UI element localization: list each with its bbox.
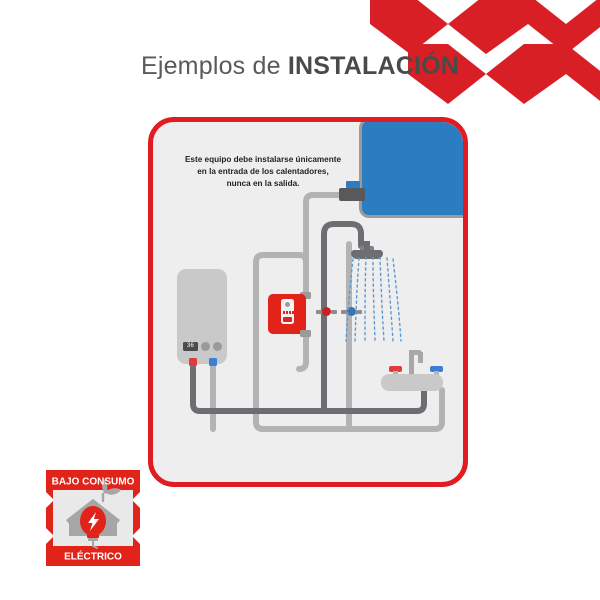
tank-valve-handle-icon xyxy=(346,181,360,188)
hot-valve-nub-left xyxy=(316,310,322,314)
warning-line-2: en la entrada de los calentadores, xyxy=(197,166,329,176)
hot-water-valve xyxy=(322,307,331,316)
device-inlet-collar xyxy=(300,292,311,299)
badge-top-label: BAJO CONSUMO xyxy=(52,477,135,488)
device-led-1 xyxy=(283,311,285,314)
heater-knob-left xyxy=(201,342,210,351)
heater-knob-right xyxy=(213,342,222,351)
water-storage-tank xyxy=(359,122,463,218)
device-outlet-collar xyxy=(300,330,311,337)
installation-diagram-frame: Este equipo debe instalarse únicamente e… xyxy=(148,117,468,487)
cold-water-valve xyxy=(347,307,356,316)
shower-water-streams xyxy=(345,257,402,342)
device-indicator-icon xyxy=(285,302,290,307)
device-led-4 xyxy=(292,311,294,314)
warning-line-1: Este equipo debe instalarse únicamente xyxy=(184,155,342,164)
hot-valve-nub-right xyxy=(331,310,337,314)
device-label-badge xyxy=(283,317,292,322)
shower-head-neck xyxy=(364,241,370,252)
page-title: Ejemplos de INSTALACIÓN xyxy=(0,52,600,81)
cold-valve-nub-left xyxy=(341,310,347,314)
device-led-2 xyxy=(286,311,288,314)
pipe-network xyxy=(190,192,445,432)
page-title-emphasis: INSTALACIÓN xyxy=(287,52,460,80)
cold-valve-nub-right xyxy=(356,310,362,314)
device-led-3 xyxy=(289,311,291,314)
warning-line-3: nunca en la salida. xyxy=(226,178,300,188)
sink-faucet-riser xyxy=(409,350,414,378)
sink-cold-handle xyxy=(430,366,443,372)
sink-hot-handle xyxy=(389,366,402,372)
sink-faucet-spout xyxy=(418,352,423,363)
bathroom-sink xyxy=(381,374,443,391)
heater-display: 36 xyxy=(183,342,198,351)
heater-port-fittings xyxy=(189,358,217,366)
sink-faucet-arm xyxy=(409,350,422,355)
badge-bottom-label: ELÉCTRICO xyxy=(64,550,122,563)
low-electric-consumption-badge: BAJO CONSUMO ELÉCTRICO xyxy=(46,470,140,566)
tank-outlet-valve xyxy=(339,188,365,201)
diagram-scene: Este equipo debe instalarse únicamente e… xyxy=(153,122,463,482)
page-title-prefix: Ejemplos de xyxy=(140,52,288,80)
warning-note: Este equipo debe instalarse únicamente e… xyxy=(159,154,367,190)
shower-head xyxy=(351,250,383,259)
